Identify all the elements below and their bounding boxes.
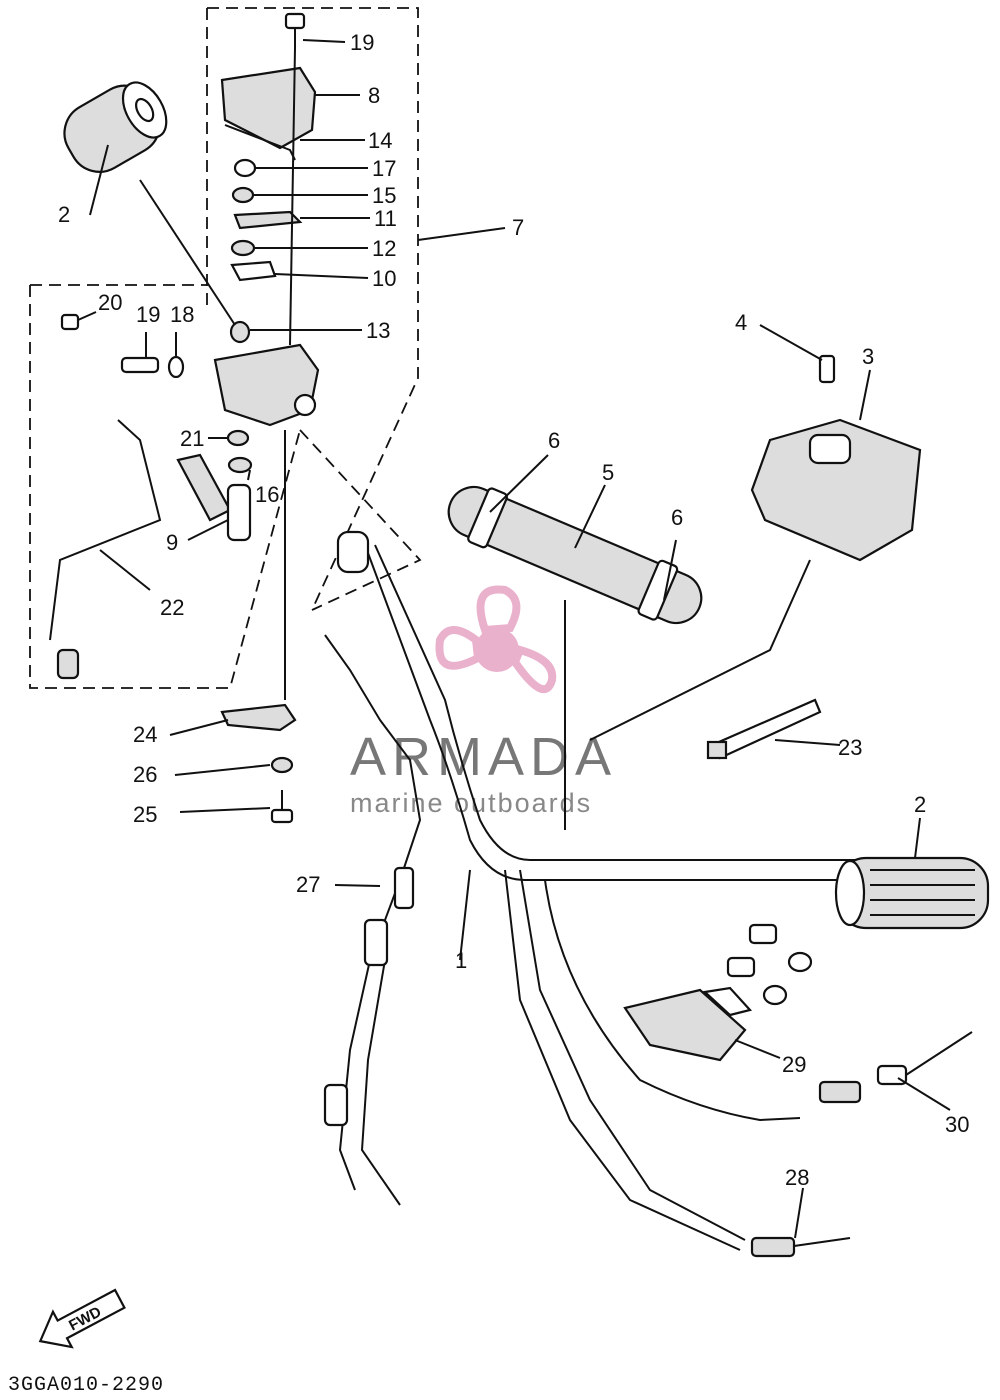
callout-21: 21 [180,426,204,451]
cable-1 [544,879,801,1122]
cable-30-wire [905,1031,973,1076]
callout-12: 12 [372,236,396,261]
washer-18 [167,355,185,379]
part-15 [231,186,255,204]
switch-cover [220,66,317,161]
screw-20 [60,313,80,331]
callout-8: 8 [368,83,380,108]
callout-2b: 2 [914,792,926,817]
fitting-c [787,951,813,973]
callout-29: 29 [782,1052,806,1077]
right-grip [834,856,990,930]
group-box-assembly [29,284,422,689]
fitting-a [748,923,778,945]
washer-26 [270,756,294,774]
cable-27-sleeve-c [323,1083,349,1127]
pad-3 [750,418,922,562]
callout-16: 16 [255,482,279,507]
callout-26: 26 [133,762,157,787]
switch-29 [623,988,747,1062]
watermark-subtitle: marine outboards [350,788,592,818]
callout-19a: 19 [350,30,374,55]
callout-17: 17 [372,156,396,181]
cable-22 [49,419,162,641]
bolt-25 [270,790,294,824]
part-12 [230,239,256,257]
callout-5: 5 [602,460,614,485]
callout-20: 20 [98,290,122,315]
callout-27: 27 [296,872,320,897]
cable-27-sleeve-a [393,866,415,910]
cable-27-sleeve-b [363,918,389,967]
diagram-code: 3GGA010-2290 [8,1374,164,1397]
callout-23: 23 [838,735,862,760]
fitting-d [762,984,788,1006]
callout-4: 4 [735,310,747,335]
handlebar-end [336,530,370,574]
part-13 [229,320,251,344]
callout-25: 25 [133,802,157,827]
callout-24: 24 [133,722,157,747]
part-17 [233,158,257,178]
screw-4 [818,354,836,384]
cable-tie-head [706,740,728,760]
callout-3: 3 [862,344,874,369]
leader-lines [77,39,951,1239]
callout-7: 7 [512,215,524,240]
cable-30-sleeve-a [818,1080,862,1104]
cable-28-wire [793,1237,851,1247]
callout-14: 14 [368,128,392,153]
callout-9: 9 [166,530,178,555]
fitting-b [726,956,756,978]
watermark-logo [435,585,557,694]
callout-19b: 19 [136,302,160,327]
callout-15: 15 [372,183,396,208]
watermark-title: ARMADA [350,727,617,787]
callout-2a: 2 [58,202,70,227]
washer-21 [226,429,250,447]
callout-22: 22 [160,595,184,620]
callout-11: 11 [374,206,397,231]
callout-10: 10 [372,266,396,291]
bar-5 [447,485,703,625]
cable-28-end [750,1236,796,1258]
cable-tie [710,698,822,760]
left-grip [63,81,168,173]
callout-13: 13 [366,318,390,343]
part-11 [233,210,303,230]
callout-28: 28 [785,1165,809,1190]
clamp-24 [220,703,297,732]
callout-6b: 6 [671,505,683,530]
switch-29-lid [702,986,753,1017]
part-10 [230,260,277,282]
washer-16 [227,456,253,474]
callout-6a: 6 [548,428,560,453]
lever-housing [213,343,320,427]
cable-22-end [56,648,80,680]
throttle-lever [176,453,252,542]
group-box-7 [207,7,419,611]
fwd-arrow: FWD [38,1288,126,1349]
callout-18: 18 [170,302,194,327]
screw-19 [284,12,306,48]
callout-1: 1 [455,948,467,973]
cable-main [504,869,746,1251]
bolt-19b [120,356,160,374]
callout-30: 30 [945,1112,969,1137]
